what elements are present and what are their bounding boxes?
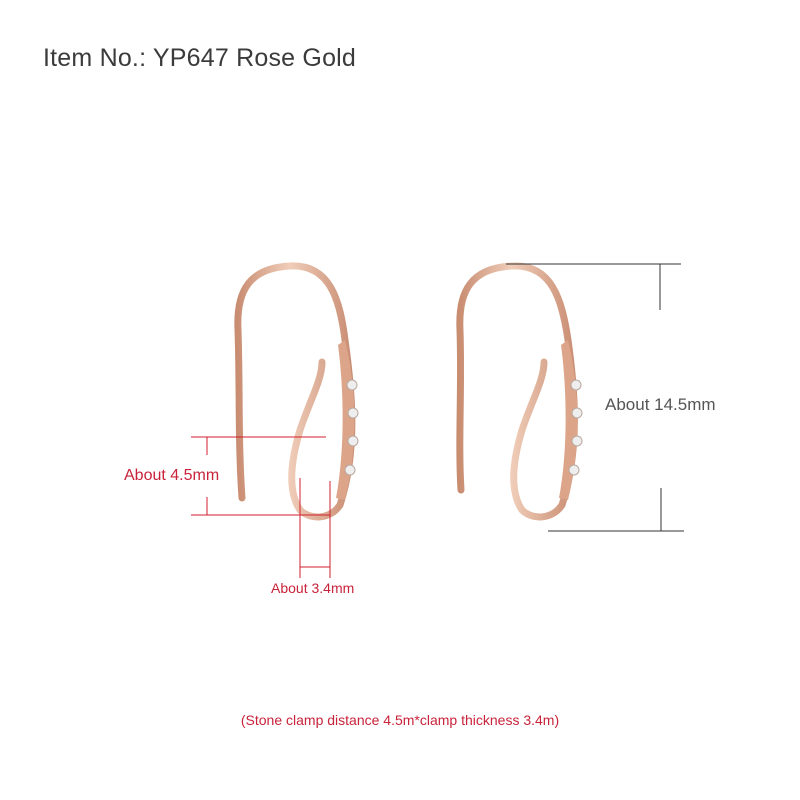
- item-title: Item No.: YP647 Rose Gold: [43, 44, 357, 72]
- measure-clamp-distance: [191, 436, 330, 516]
- earring-right: [456, 262, 583, 521]
- measure-clamp-thickness: [299, 478, 331, 578]
- cz-stones-left: [344, 379, 359, 476]
- earring-left: [234, 262, 359, 521]
- label-clamp-thickness: About 3.4mm: [271, 580, 355, 596]
- label-total-height: About 14.5mm: [605, 395, 716, 414]
- measure-total-height: [506, 263, 684, 532]
- label-clamp-distance: About 4.5mm: [124, 467, 220, 484]
- dimension-note: (Stone clamp distance 4.5m*clamp thickne…: [240, 712, 560, 728]
- cz-stones-right: [568, 379, 583, 476]
